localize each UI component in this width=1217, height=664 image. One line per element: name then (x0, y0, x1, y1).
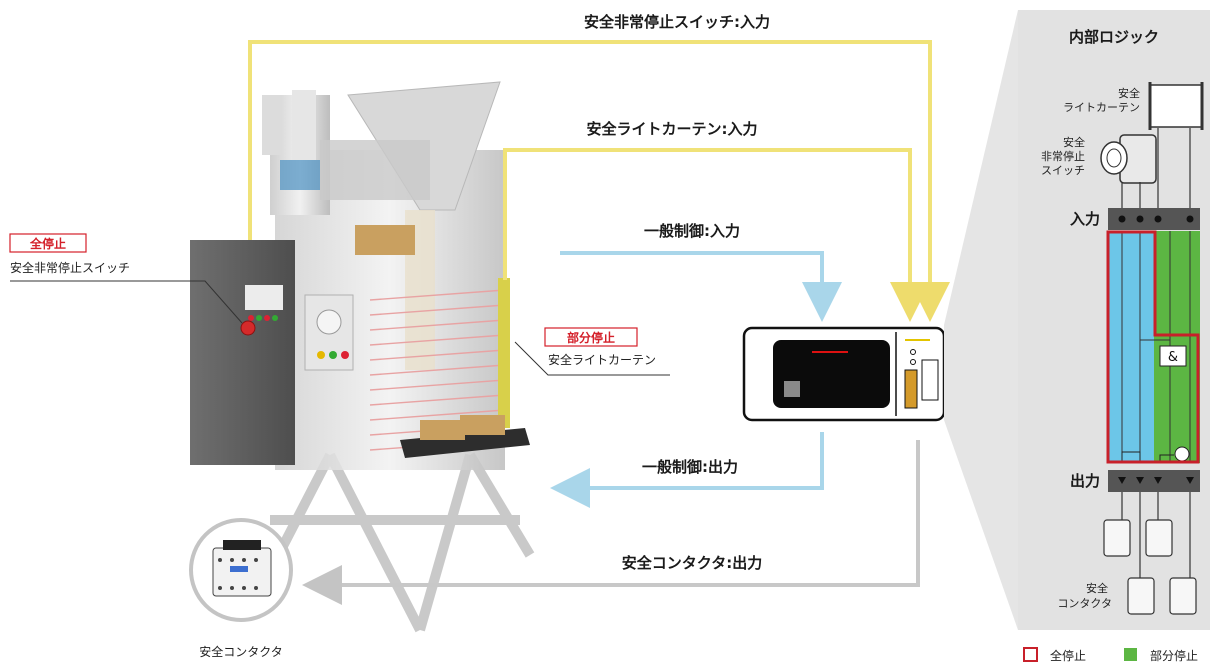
light-curtain-beams (369, 289, 506, 451)
legend-full-stop-label: 全停止 (1050, 648, 1086, 663)
legend-partial-stop-swatch (1124, 648, 1137, 661)
and-gate-label: & (1168, 350, 1178, 365)
output-terminal-block (1108, 470, 1200, 492)
curtain-input-label: 安全ライトカーテン:入力 (587, 120, 758, 138)
panel-curtain-label-1: 安全 (1118, 86, 1140, 100)
controller-display (773, 340, 890, 408)
general-input-label: 一般制御:入力 (644, 222, 740, 240)
curtain-callout-label: 安全ライトカーテン (548, 352, 656, 367)
contactor-output-line (302, 440, 920, 605)
and-gate (1159, 345, 1187, 367)
panel-curtain-icon (1148, 82, 1204, 130)
partial-stop-tag: 部分停止 (567, 330, 615, 345)
machine-base-frame (245, 452, 535, 633)
logic-blue-region (1108, 231, 1154, 463)
general-output-line (550, 432, 824, 508)
panel-estop-label-1: 安全 (1063, 135, 1085, 149)
contactor-callout-label: 安全コンタクタ (199, 644, 283, 659)
full-stop-outline (1106, 230, 1200, 464)
contactor-callout: 安全コンタクタ (189, 518, 293, 659)
panel-estop-icon (1100, 134, 1157, 184)
estop-button-on-machine (240, 320, 256, 336)
input-terminal-block (1108, 208, 1200, 230)
cabinet-buttons (248, 315, 278, 321)
general-output-label: 一般制御:出力 (642, 458, 738, 476)
conveyor (400, 428, 530, 458)
panel-estop-label-2: 非常停止 (1041, 149, 1085, 163)
full-stop-tag: 全停止 (29, 236, 66, 251)
control-cabinet (190, 240, 295, 465)
safety-controller (742, 326, 946, 422)
legend-full-stop-swatch (1023, 647, 1038, 662)
panel-title: 内部ロジック (1069, 28, 1159, 46)
contactor-output-label: 安全コンタクタ:出力 (622, 554, 762, 572)
controller-connector (904, 369, 918, 409)
panel-contactor-label-2: コンタクタ (1057, 597, 1112, 610)
partial-stop-callout: 部分停止 安全ライトカーテン (514, 327, 670, 376)
curtain-input-line (503, 148, 930, 322)
panel-contactor-label-1: 安全 (1086, 581, 1108, 595)
full-stop-callout: 全停止 安全非常停止スイッチ (9, 233, 243, 324)
estop-callout-label: 安全非常停止スイッチ (10, 260, 130, 275)
light-curtain-emitter (498, 278, 510, 428)
legend-partial-stop-label: 部分停止 (1150, 648, 1198, 663)
estop-input-label: 安全非常停止スイッチ:入力 (584, 13, 770, 31)
general-input-line (560, 251, 842, 322)
panel-contactor-icons (1103, 519, 1197, 615)
panel-input-label: 入力 (1070, 210, 1100, 228)
flow-lines (248, 40, 950, 605)
panel-projection (944, 10, 1018, 630)
panel-estop-label-3: スイッチ (1041, 164, 1085, 177)
panel-curtain-label-2: ライトカーテン (1063, 101, 1140, 114)
packaging-machine-illustration (190, 81, 535, 633)
panel-output-label: 出力 (1070, 472, 1100, 490)
estop-input-line (248, 40, 950, 322)
legend: 全停止 部分停止 (1023, 647, 1198, 663)
